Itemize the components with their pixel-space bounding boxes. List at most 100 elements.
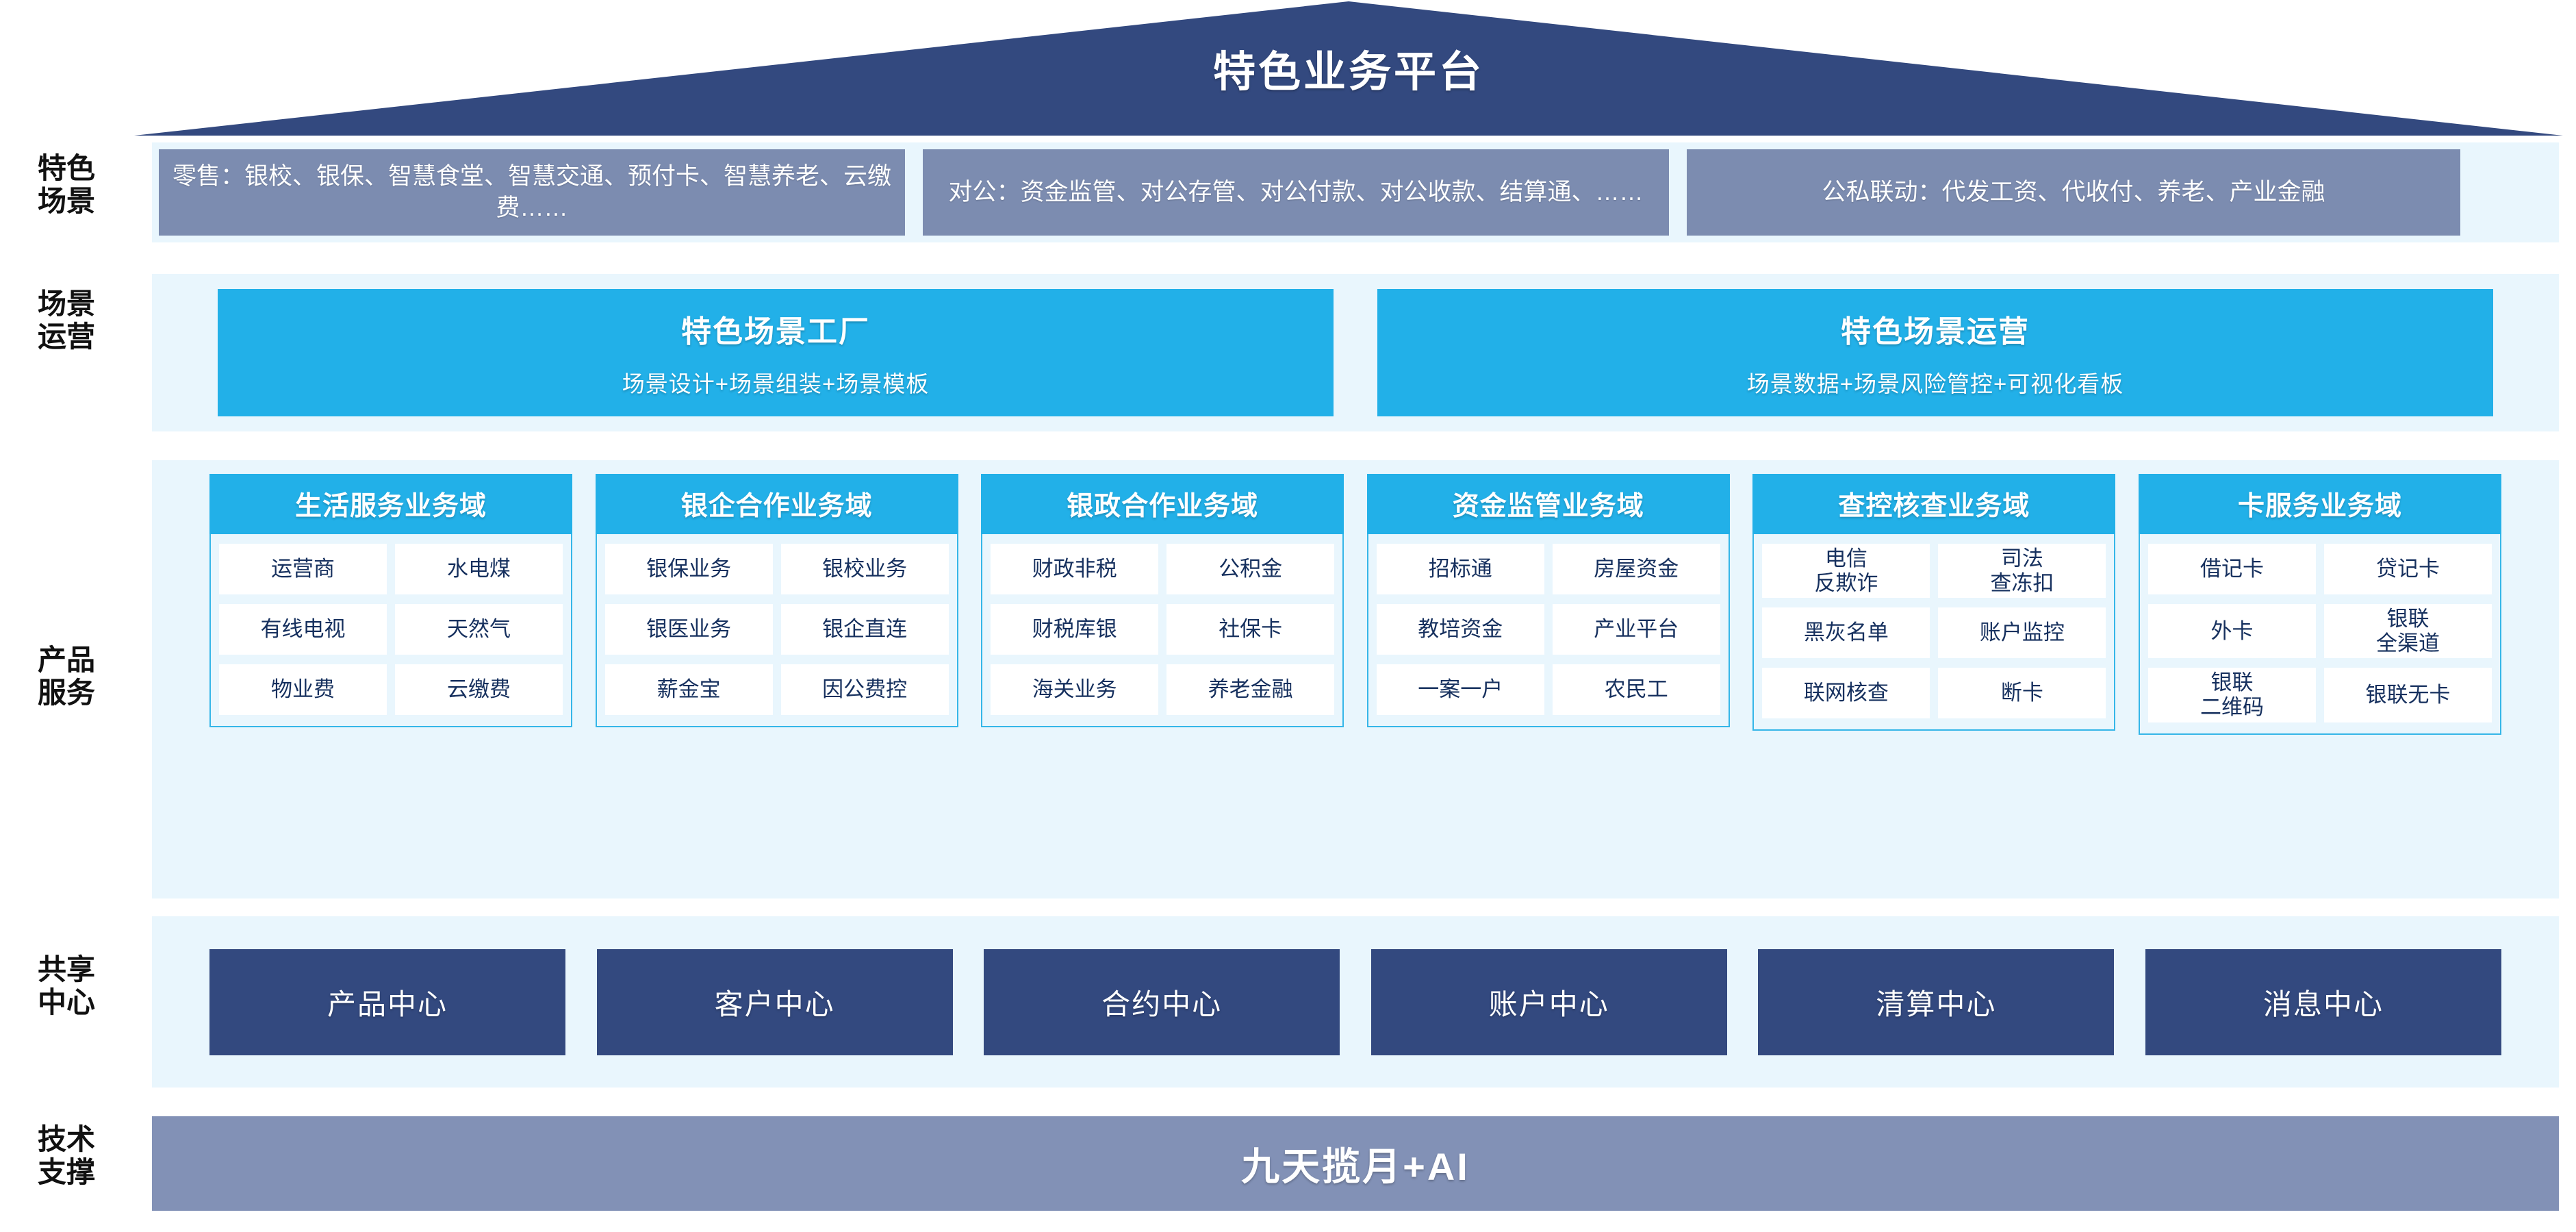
service-cell[interactable]: 薪金宝 [604,664,773,715]
service-cell[interactable]: 物业费 [219,664,387,715]
service-cell[interactable]: 银企直连 [780,604,949,655]
service-cell[interactable]: 财政非税 [991,544,1159,594]
service-cell[interactable]: 账户监控 [1938,607,2106,659]
service-cell[interactable]: 断卡 [1938,668,2106,719]
domain-body-life-service: 运营商 水电煤 有线电视 天然气 物业费 云缴费 [209,534,572,727]
domain-title-life-service: 生活服务业务域 [209,474,572,534]
domain-row: 运营商 水电煤 [219,544,563,594]
page-title: 特色业务平台 [1212,49,1484,96]
domain-row: 海关业务 养老金融 [991,664,1335,715]
shared-center-account[interactable]: 账户中心 [1370,948,1727,1055]
service-cell[interactable]: 银联二维码 [2147,668,2316,722]
service-cell[interactable]: 房屋资金 [1552,544,1720,594]
service-cell[interactable]: 外卡 [2147,604,2316,659]
service-cell[interactable]: 贷记卡 [2323,544,2492,594]
domain-column-investigation-control: 查控核查业务域 电信反欺诈 司法查冻扣 黑灰名单 账户监控 联网核查 断卡 [1752,474,2116,731]
service-cell[interactable]: 一案一户 [1376,664,1544,715]
service-cell[interactable]: 教培资金 [1376,604,1544,655]
service-cell[interactable]: 社保卡 [1166,604,1335,655]
shared-center-product[interactable]: 产品中心 [209,948,565,1055]
scenario-box-retail[interactable]: 零售：银校、银保、智慧食堂、智慧交通、预付卡、智慧养老、云缴费…… [159,149,905,236]
service-cell[interactable]: 养老金融 [1166,664,1335,715]
domain-body-bank-enterprise: 银保业务 银校业务 银医业务 银企直连 薪金宝 因公费控 [595,534,958,727]
domain-title-investigation-control: 查控核查业务域 [1752,474,2116,534]
domain-row: 薪金宝 因公费控 [604,664,949,715]
service-cell[interactable]: 有线电视 [219,604,387,655]
service-cell[interactable]: 因公费控 [780,664,949,715]
shared-center-settlement[interactable]: 清算中心 [1758,948,2115,1055]
domain-row: 招标通 房屋资金 [1376,544,1720,594]
service-cell[interactable]: 农民工 [1552,664,1720,715]
service-cell[interactable]: 司法查冻扣 [1938,544,2106,599]
domain-row: 借记卡 贷记卡 [2147,544,2492,594]
domain-title-bank-government: 银政合作业务域 [981,474,1344,534]
shared-center-customer[interactable]: 客户中心 [596,948,953,1055]
domain-row: 银医业务 银企直连 [604,604,949,655]
row-label-tech-support: 技术 支撑 [15,1123,118,1189]
domain-row: 财税库银 社保卡 [991,604,1335,655]
domain-row: 财政非税 公积金 [991,544,1335,594]
row-label-tech-support-line2: 支撑 [37,1155,95,1188]
domain-row: 银保业务 银校业务 [604,544,949,594]
service-cell[interactable]: 水电煤 [395,544,563,594]
row-label-product-services-line2: 服务 [37,676,95,709]
row-label-product-services: 产品 服务 [15,644,118,709]
domain-row: 一案一户 农民工 [1376,664,1720,715]
service-cell[interactable]: 招标通 [1376,544,1544,594]
domain-row: 银联二维码 银联无卡 [2147,668,2492,722]
platform-roof-banner: 特色业务平台 [134,1,2563,136]
domain-body-fund-supervision: 招标通 房屋资金 教培资金 产业平台 一案一户 农民工 [1366,534,1730,727]
product-services-row: 生活服务业务域 运营商 水电煤 有线电视 天然气 物业费 云缴费 银企合作业务域 [152,460,2559,898]
service-cell[interactable]: 银联全渠道 [2323,604,2492,659]
service-cell[interactable]: 财税库银 [991,604,1159,655]
domain-column-bank-enterprise: 银企合作业务域 银保业务 银校业务 银医业务 银企直连 薪金宝 因公费控 [595,474,958,727]
service-cell[interactable]: 银医业务 [604,604,773,655]
scenario-box-corporate[interactable]: 对公：资金监管、对公存管、对公付款、对公收款、结算通、…… [923,149,1669,236]
scenario-box-public-private[interactable]: 公私联动：代发工资、代收付、养老、产业金融 [1687,149,2460,236]
domain-body-card-service: 借记卡 贷记卡 外卡 银联全渠道 银联二维码 银联无卡 [2138,534,2501,735]
domain-body-bank-government: 财政非税 公积金 财税库银 社保卡 海关业务 养老金融 [981,534,1344,727]
domain-row: 教培资金 产业平台 [1376,604,1720,655]
roof-shape-icon [134,1,2563,136]
domain-title-bank-enterprise: 银企合作业务域 [595,474,958,534]
row-label-scenarios: 特色 场景 [15,152,118,218]
row-label-scenarios-line1: 特色 [37,152,95,184]
service-cell[interactable]: 银保业务 [604,544,773,594]
domain-column-bank-government: 银政合作业务域 财政非税 公积金 财税库银 社保卡 海关业务 养老金融 [981,474,1344,727]
shared-center-message[interactable]: 消息中心 [2145,948,2501,1055]
operations-box-scene-factory-title: 特色场景工厂 [681,315,870,349]
operations-box-scene-factory[interactable]: 特色场景工厂 场景设计+场景组装+场景模板 [218,289,1334,416]
operations-box-scene-operation-title: 特色场景运营 [1841,315,2030,349]
service-cell[interactable]: 借记卡 [2147,544,2316,594]
domain-column-life-service: 生活服务业务域 运营商 水电煤 有线电视 天然气 物业费 云缴费 [209,474,572,727]
operations-box-scene-operation[interactable]: 特色场景运营 场景数据+场景风险管控+可视化看板 [1377,289,2493,416]
service-cell[interactable]: 运营商 [219,544,387,594]
service-cell[interactable]: 海关业务 [991,664,1159,715]
domain-row: 物业费 云缴费 [219,664,563,715]
service-cell[interactable]: 天然气 [395,604,563,655]
scenarios-row: 零售：银校、银保、智慧食堂、智慧交通、预付卡、智慧养老、云缴费…… 对公：资金监… [152,142,2559,242]
service-cell[interactable]: 云缴费 [395,664,563,715]
service-cell[interactable]: 电信反欺诈 [1762,544,1930,599]
domain-body-investigation-control: 电信反欺诈 司法查冻扣 黑灰名单 账户监控 联网核查 断卡 [1752,534,2116,731]
shared-center-contract[interactable]: 合约中心 [984,948,1340,1055]
tech-support-bar[interactable]: 九天揽月+AI [152,1116,2559,1211]
row-label-operations-line2: 运营 [37,320,95,353]
domain-column-card-service: 卡服务业务域 借记卡 贷记卡 外卡 银联全渠道 银联二维码 银联无卡 [2138,474,2501,735]
service-cell[interactable]: 产业平台 [1552,604,1720,655]
row-label-tech-support-line1: 技术 [37,1123,95,1155]
domain-title-card-service: 卡服务业务域 [2138,474,2501,534]
domain-column-fund-supervision: 资金监管业务域 招标通 房屋资金 教培资金 产业平台 一案一户 农民工 [1366,474,1730,727]
domain-row: 联网核查 断卡 [1762,668,2106,719]
service-cell[interactable]: 联网核查 [1762,668,1930,719]
domain-row: 黑灰名单 账户监控 [1762,607,2106,659]
service-cell[interactable]: 银联无卡 [2323,668,2492,722]
domain-title-fund-supervision: 资金监管业务域 [1366,474,1730,534]
service-cell[interactable]: 黑灰名单 [1762,607,1930,659]
operations-box-scene-operation-subtitle: 场景数据+场景风险管控+可视化看板 [1746,371,2124,397]
row-label-operations-line1: 场景 [37,288,95,320]
service-cell[interactable]: 银校业务 [780,544,949,594]
shared-centers-row: 产品中心 客户中心 合约中心 账户中心 清算中心 消息中心 [152,916,2559,1088]
service-cell[interactable]: 公积金 [1166,544,1335,594]
